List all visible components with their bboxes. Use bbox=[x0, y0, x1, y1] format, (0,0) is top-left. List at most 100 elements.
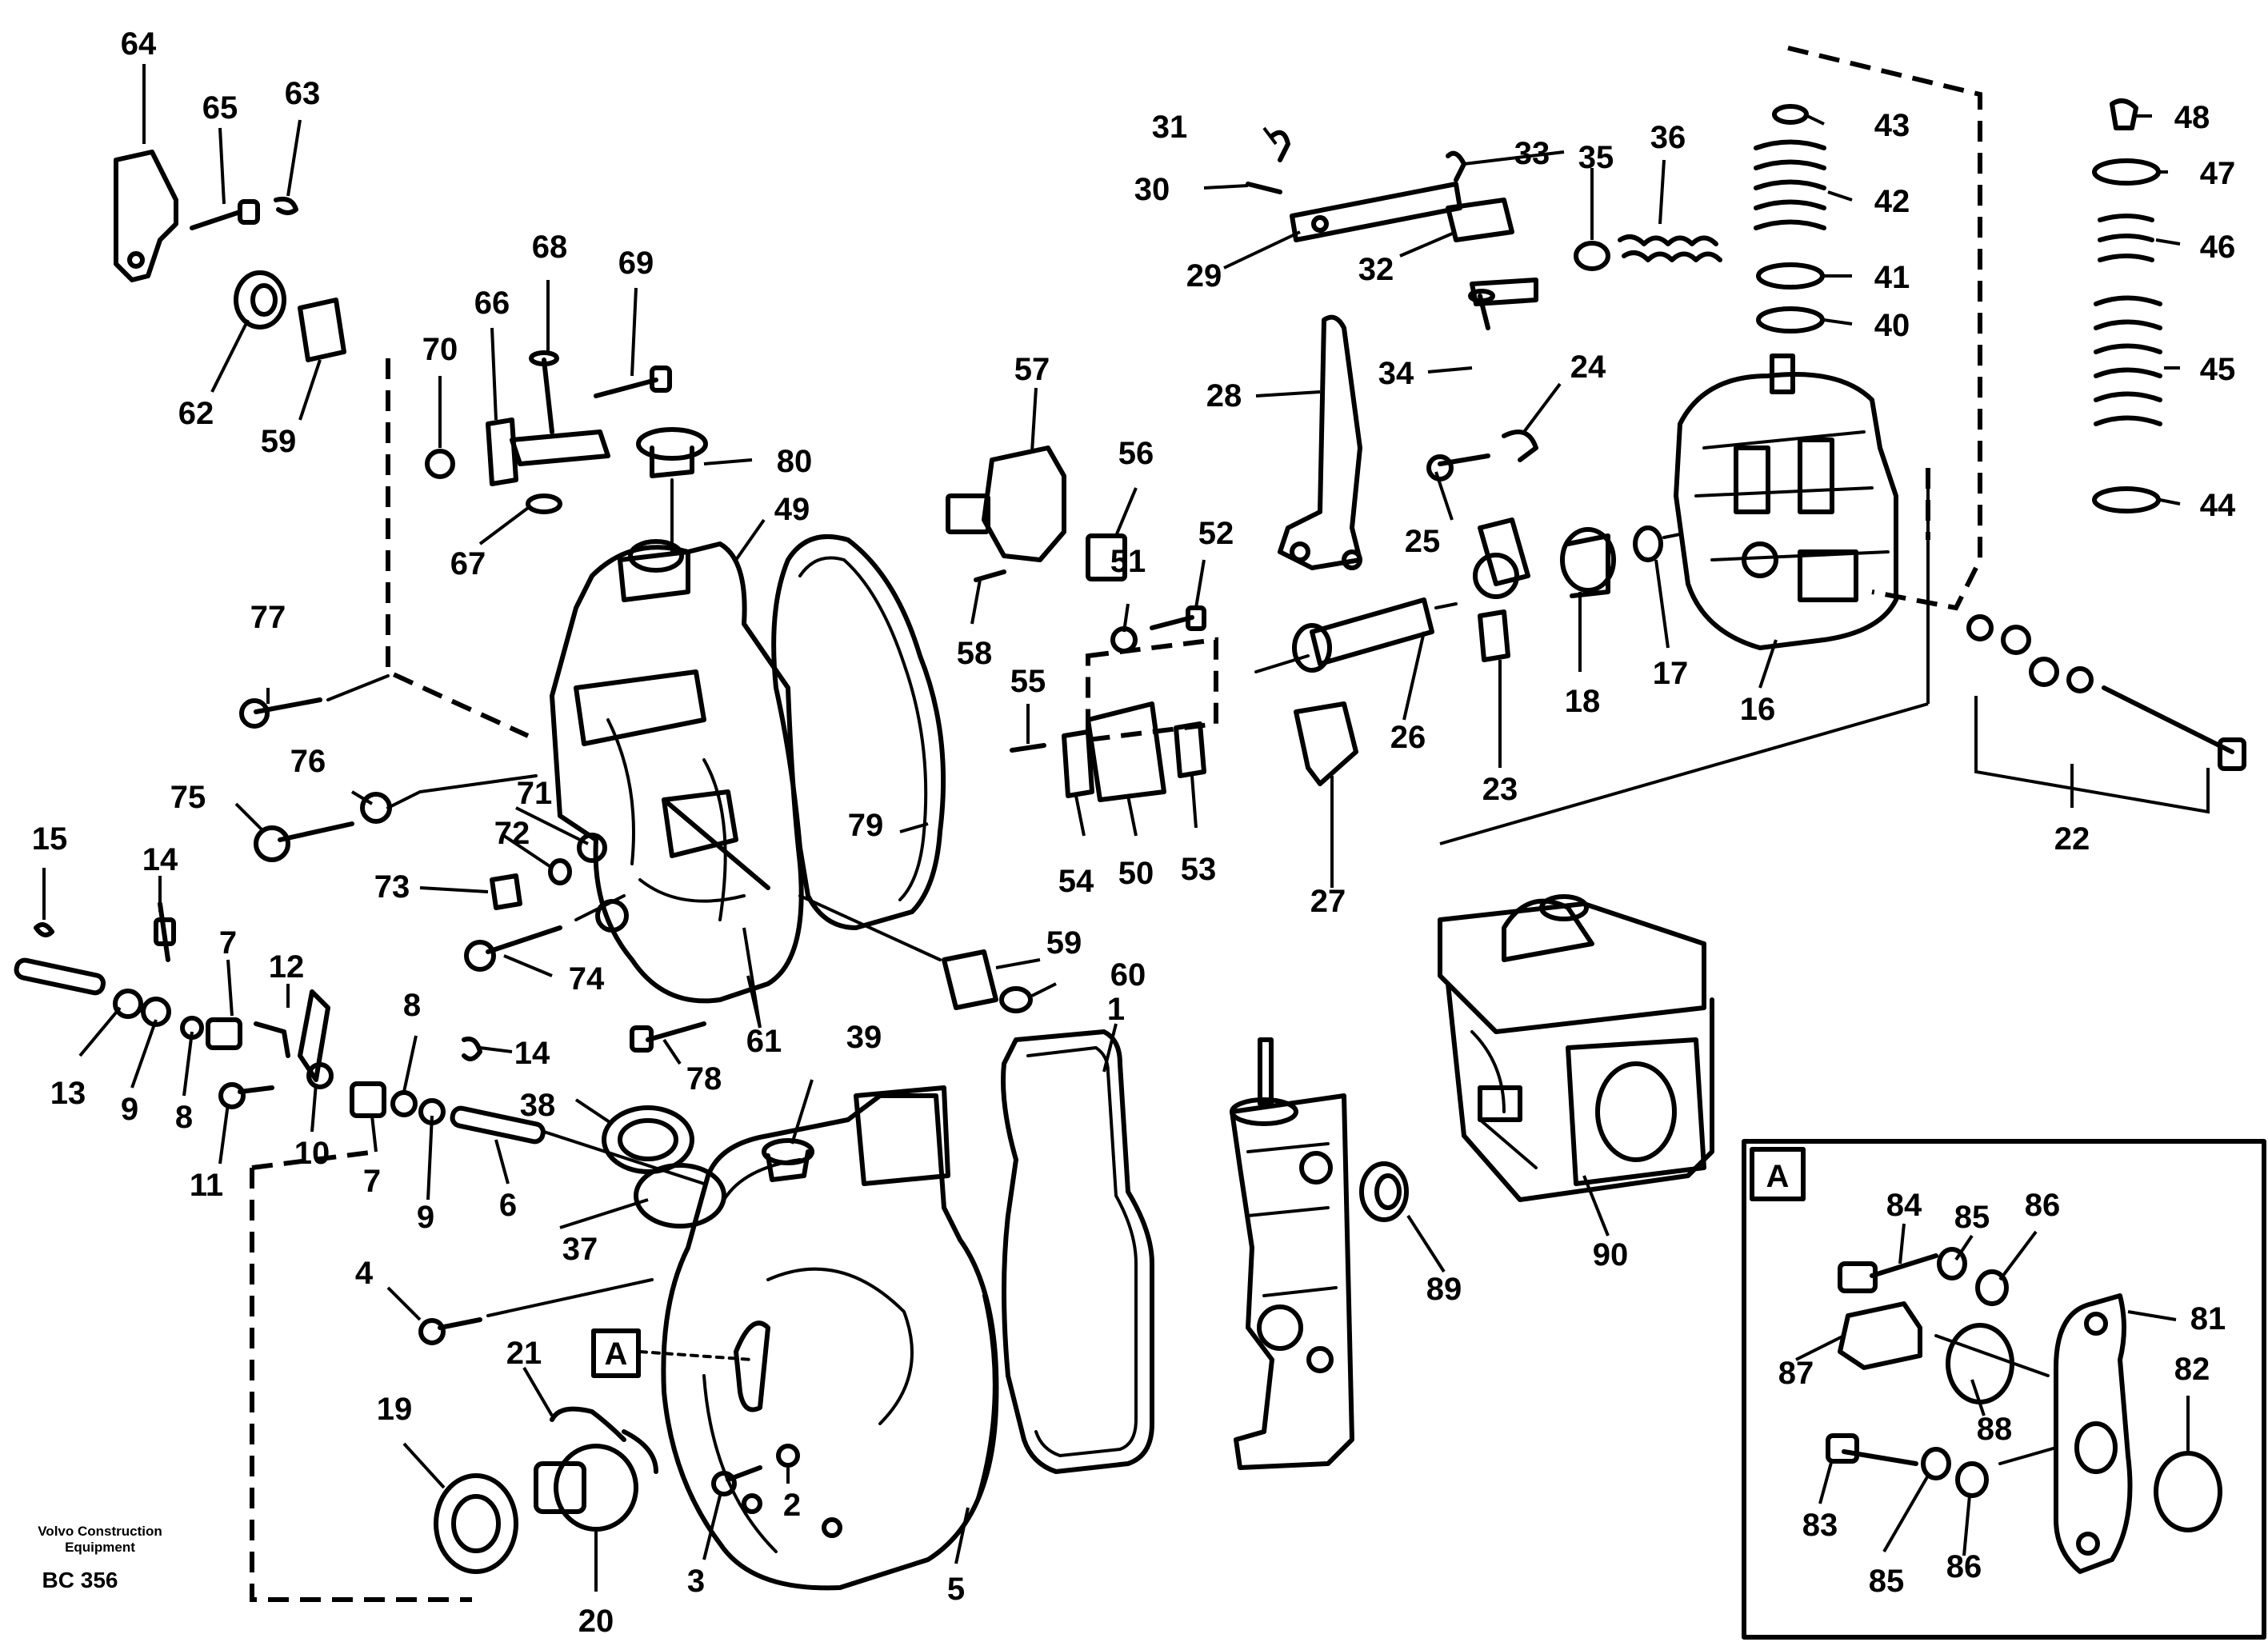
callout-50: 50 bbox=[1118, 856, 1154, 891]
callout-32: 32 bbox=[1358, 252, 1394, 287]
callout-80: 80 bbox=[777, 444, 813, 479]
callout-59b: 59 bbox=[1046, 925, 1082, 961]
maker-line-1: Volvo Construction bbox=[38, 1524, 162, 1539]
callout-34: 34 bbox=[1378, 356, 1414, 391]
guide-lines bbox=[250, 46, 2210, 1602]
callout-79: 79 bbox=[848, 808, 884, 843]
callout-15: 15 bbox=[32, 821, 68, 857]
callout-59a: 59 bbox=[261, 424, 297, 459]
callout-82: 82 bbox=[2174, 1352, 2210, 1387]
drawing-code: BC 356 bbox=[42, 1568, 118, 1592]
callout-75: 75 bbox=[170, 780, 206, 815]
callout-7a: 7 bbox=[219, 925, 237, 961]
callout-72: 72 bbox=[494, 816, 530, 851]
callout-22: 22 bbox=[2054, 821, 2090, 857]
callout-7b: 7 bbox=[363, 1164, 381, 1199]
detail-a-reference: A bbox=[591, 1328, 754, 1378]
callout-71: 71 bbox=[517, 776, 553, 811]
callout-53: 53 bbox=[1181, 852, 1217, 887]
callout-14a: 14 bbox=[142, 842, 178, 877]
pump-frame bbox=[1230, 1037, 1354, 1470]
gasket bbox=[771, 533, 946, 930]
drawing-footer: Volvo Construction Equipment BC 356 bbox=[38, 1524, 162, 1592]
timing-cover bbox=[661, 1085, 999, 1591]
callout-39: 39 bbox=[846, 1020, 882, 1055]
callout-54: 54 bbox=[1058, 864, 1094, 899]
governor-body bbox=[1674, 354, 1898, 650]
callout-33: 33 bbox=[1514, 136, 1550, 171]
callout-47: 47 bbox=[2200, 156, 2236, 191]
callout-61: 61 bbox=[746, 1024, 782, 1059]
callout-11: 11 bbox=[190, 1168, 223, 1203]
callout-12: 12 bbox=[269, 949, 305, 985]
leader-lines bbox=[42, 64, 2190, 1592]
callout-9a: 9 bbox=[121, 1092, 138, 1127]
callout-51: 51 bbox=[1110, 544, 1146, 579]
small-parts bbox=[14, 98, 2246, 1574]
cover-gasket bbox=[1001, 1029, 1154, 1474]
callout-17: 17 bbox=[1653, 656, 1689, 691]
callout-numbers: 1 2 3 4 5 6 7 7 8 8 9 9 10 11 12 13 14 1… bbox=[32, 26, 2236, 1639]
callout-8a: 8 bbox=[175, 1100, 193, 1135]
callout-38: 38 bbox=[520, 1088, 556, 1123]
callout-84: 84 bbox=[1886, 1188, 1922, 1223]
callout-52: 52 bbox=[1198, 516, 1234, 551]
callout-23: 23 bbox=[1482, 772, 1518, 807]
callout-87: 87 bbox=[1778, 1356, 1814, 1391]
callout-55: 55 bbox=[1010, 664, 1046, 699]
callout-63: 63 bbox=[285, 76, 321, 111]
callout-19: 19 bbox=[377, 1392, 413, 1427]
detail-a-box: A bbox=[1742, 1139, 2266, 1640]
callout-45: 45 bbox=[2200, 352, 2236, 387]
callout-2: 2 bbox=[783, 1488, 801, 1523]
callout-18: 18 bbox=[1565, 684, 1601, 719]
callout-90: 90 bbox=[1593, 1237, 1629, 1272]
detail-a-label: A bbox=[1766, 1159, 1790, 1194]
callout-62: 62 bbox=[178, 396, 214, 431]
callout-85b: 85 bbox=[1869, 1564, 1905, 1599]
callout-37: 37 bbox=[562, 1232, 598, 1267]
callout-35: 35 bbox=[1578, 140, 1614, 175]
callout-36: 36 bbox=[1650, 120, 1686, 155]
callout-88: 88 bbox=[1977, 1412, 2013, 1447]
callout-73: 73 bbox=[374, 869, 410, 905]
callout-70: 70 bbox=[422, 332, 458, 367]
callout-76: 76 bbox=[290, 744, 326, 779]
callout-68: 68 bbox=[532, 230, 568, 265]
callout-58: 58 bbox=[957, 636, 993, 671]
callout-49: 49 bbox=[774, 492, 810, 527]
callout-56: 56 bbox=[1118, 436, 1154, 471]
callout-67: 67 bbox=[450, 546, 486, 581]
callout-78: 78 bbox=[686, 1061, 722, 1097]
callout-14b: 14 bbox=[514, 1036, 550, 1071]
callout-86a: 86 bbox=[2025, 1188, 2061, 1223]
callout-64: 64 bbox=[121, 26, 157, 62]
callout-5: 5 bbox=[947, 1572, 965, 1607]
callout-74: 74 bbox=[569, 961, 605, 997]
callout-27: 27 bbox=[1310, 884, 1346, 919]
callout-13: 13 bbox=[50, 1076, 86, 1111]
callout-83: 83 bbox=[1802, 1508, 1838, 1543]
callout-30: 30 bbox=[1134, 172, 1170, 207]
detail-a-ref-label: A bbox=[605, 1336, 628, 1372]
callout-16: 16 bbox=[1740, 692, 1776, 727]
callout-25: 25 bbox=[1405, 524, 1441, 559]
callout-31: 31 bbox=[1152, 110, 1188, 145]
callout-81: 81 bbox=[2190, 1301, 2226, 1336]
maker-line-2: Equipment bbox=[65, 1540, 135, 1555]
callout-6: 6 bbox=[499, 1188, 517, 1223]
callout-43: 43 bbox=[1874, 108, 1910, 143]
callout-29: 29 bbox=[1186, 258, 1222, 294]
callout-21: 21 bbox=[506, 1336, 542, 1371]
callout-46: 46 bbox=[2200, 230, 2236, 265]
callout-44: 44 bbox=[2200, 488, 2236, 523]
callout-60: 60 bbox=[1110, 957, 1146, 993]
callout-89: 89 bbox=[1426, 1272, 1462, 1307]
callout-41: 41 bbox=[1874, 260, 1910, 295]
callout-86b: 86 bbox=[1946, 1549, 1982, 1584]
callout-26: 26 bbox=[1390, 720, 1426, 755]
callout-42: 42 bbox=[1874, 184, 1910, 219]
callout-9b: 9 bbox=[417, 1200, 434, 1235]
callout-69: 69 bbox=[618, 246, 654, 281]
